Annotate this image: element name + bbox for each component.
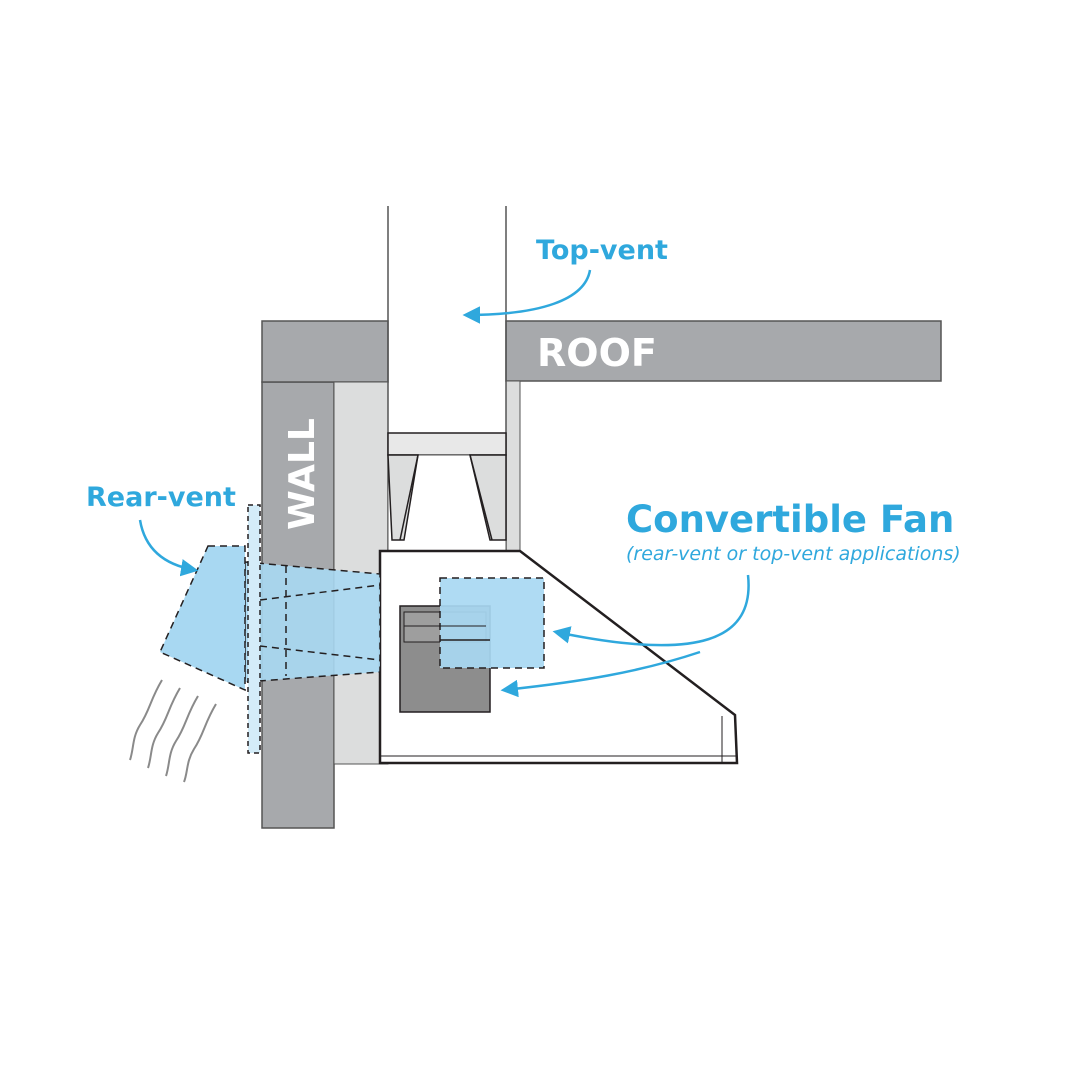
duct-transition-line-2 — [469, 454, 493, 541]
rear-vent-arrow — [138, 519, 199, 577]
exhaust-air-wisps — [129, 679, 217, 783]
rear-vent-duct-inner-top — [259, 584, 381, 601]
convertible-fan-label: Convertible Fan — [626, 498, 954, 541]
duct-transition-line — [399, 454, 419, 541]
exterior-vent-cap — [159, 545, 246, 692]
wall-label: WALL — [282, 418, 323, 530]
rear-vent-duct — [244, 561, 381, 683]
ceiling-slab-left — [261, 320, 389, 383]
convertible-fan-arrow-top — [552, 574, 750, 647]
wall-plate — [247, 504, 261, 754]
convertible-fan-arrow-bottom — [500, 650, 701, 698]
rear-vent-duct-inner-bottom — [259, 645, 381, 661]
top-vent-arrow — [462, 269, 592, 324]
fan-top-position — [439, 577, 545, 669]
top-vent-label: Top-vent — [536, 235, 668, 266]
duct-transition-right — [469, 454, 507, 541]
convertible-fan-sublabel: (rear-vent or top-vent applications) — [626, 543, 961, 565]
chase-right — [505, 380, 521, 552]
duct-collar — [387, 432, 507, 456]
rear-vent-label: Rear-vent — [86, 482, 236, 513]
roof-slab — [505, 320, 942, 382]
duct-transition-left — [387, 454, 419, 541]
roof-label: ROOF — [537, 331, 657, 375]
